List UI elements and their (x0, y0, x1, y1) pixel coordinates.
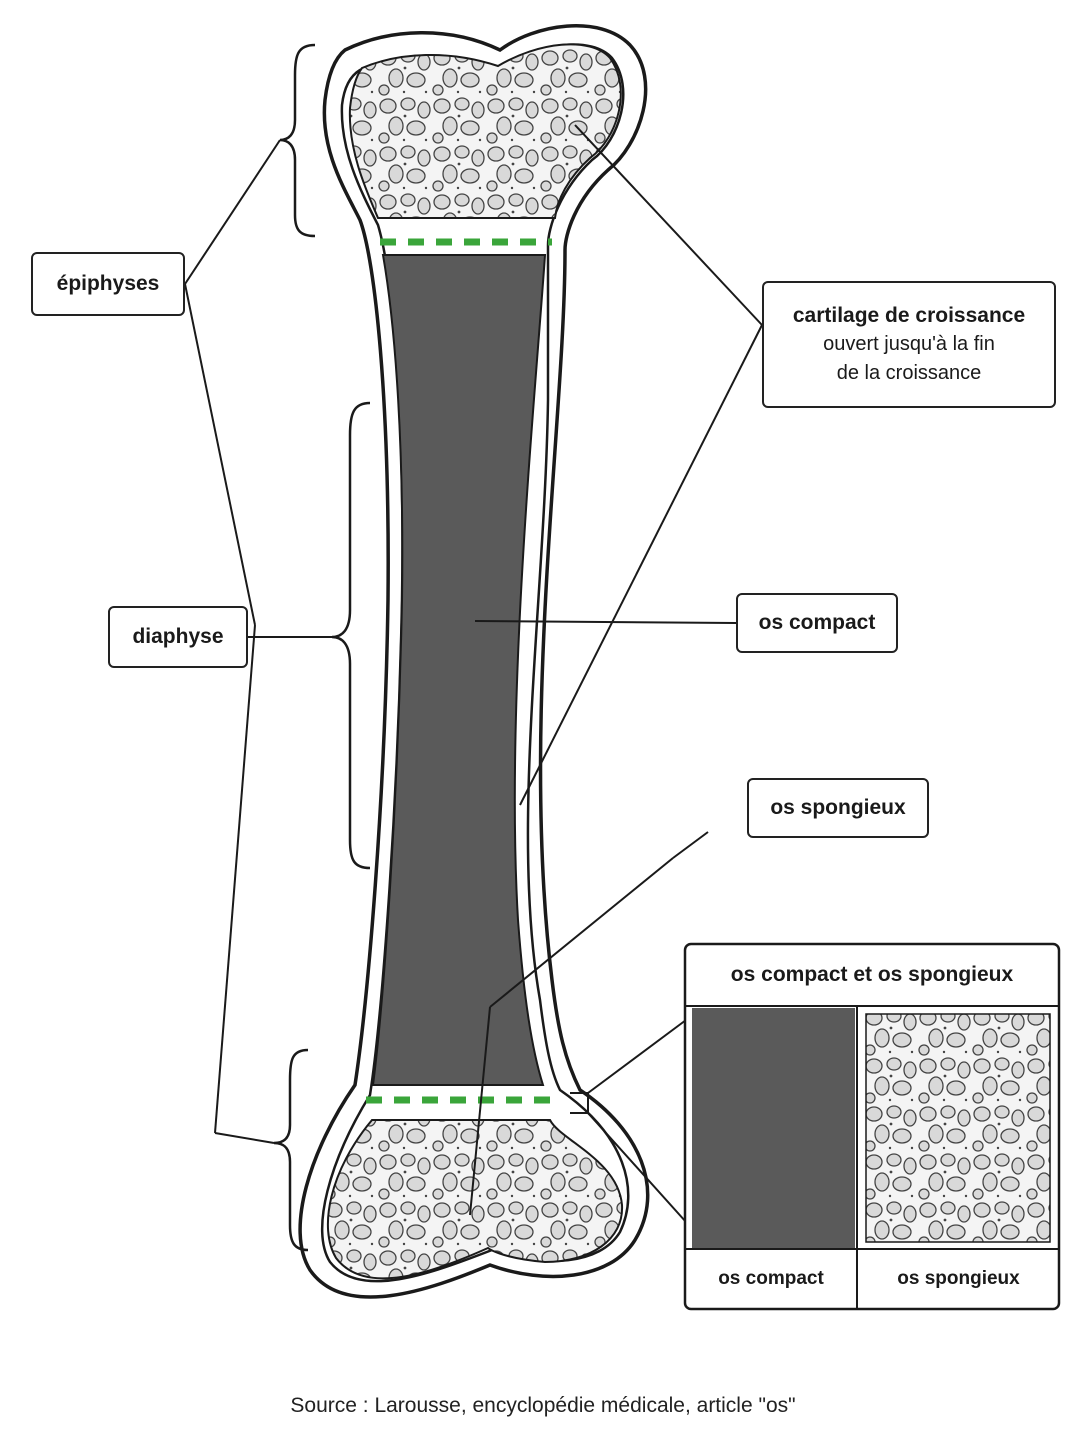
label-cartilage-line1: ouvert jusqu'à la fin (823, 333, 995, 356)
label-cartilage-title: cartilage de croissance (792, 303, 1026, 327)
inset-spongy-sample (865, 1013, 1051, 1243)
compact-bone-shaft (371, 254, 547, 1086)
label-os-spongieux-text: os spongieux (770, 796, 906, 820)
label-os-compact: os compact (736, 593, 898, 653)
inset-label-spongieux: os spongieux (897, 1268, 1020, 1289)
spongy-bone-top (348, 43, 622, 219)
source-caption: Source : Larousse, encyclopédie médicale… (290, 1394, 796, 1417)
brace-top-epiphysis (279, 43, 316, 238)
label-diaphyse-text: diaphyse (132, 625, 224, 649)
label-cartilage-line2: de la croissance (836, 362, 982, 385)
label-cartilage: cartilage de croissance ouvert jusqu'à l… (762, 281, 1056, 408)
label-os-spongieux: os spongieux (747, 778, 929, 838)
inset-label-compact: os compact (718, 1268, 824, 1289)
label-epiphyses: épiphyses (31, 252, 185, 316)
label-epiphyses-text: épiphyses (56, 272, 160, 296)
brace-diaphysis (331, 401, 371, 870)
leader-lines (184, 124, 763, 1223)
label-diaphyse: diaphyse (108, 606, 248, 668)
label-os-compact-text: os compact (758, 611, 876, 635)
inset-compact-sample (692, 1008, 855, 1248)
spongy-bone-bottom (326, 1119, 624, 1280)
inset-title: os compact et os spongieux (730, 963, 1014, 986)
